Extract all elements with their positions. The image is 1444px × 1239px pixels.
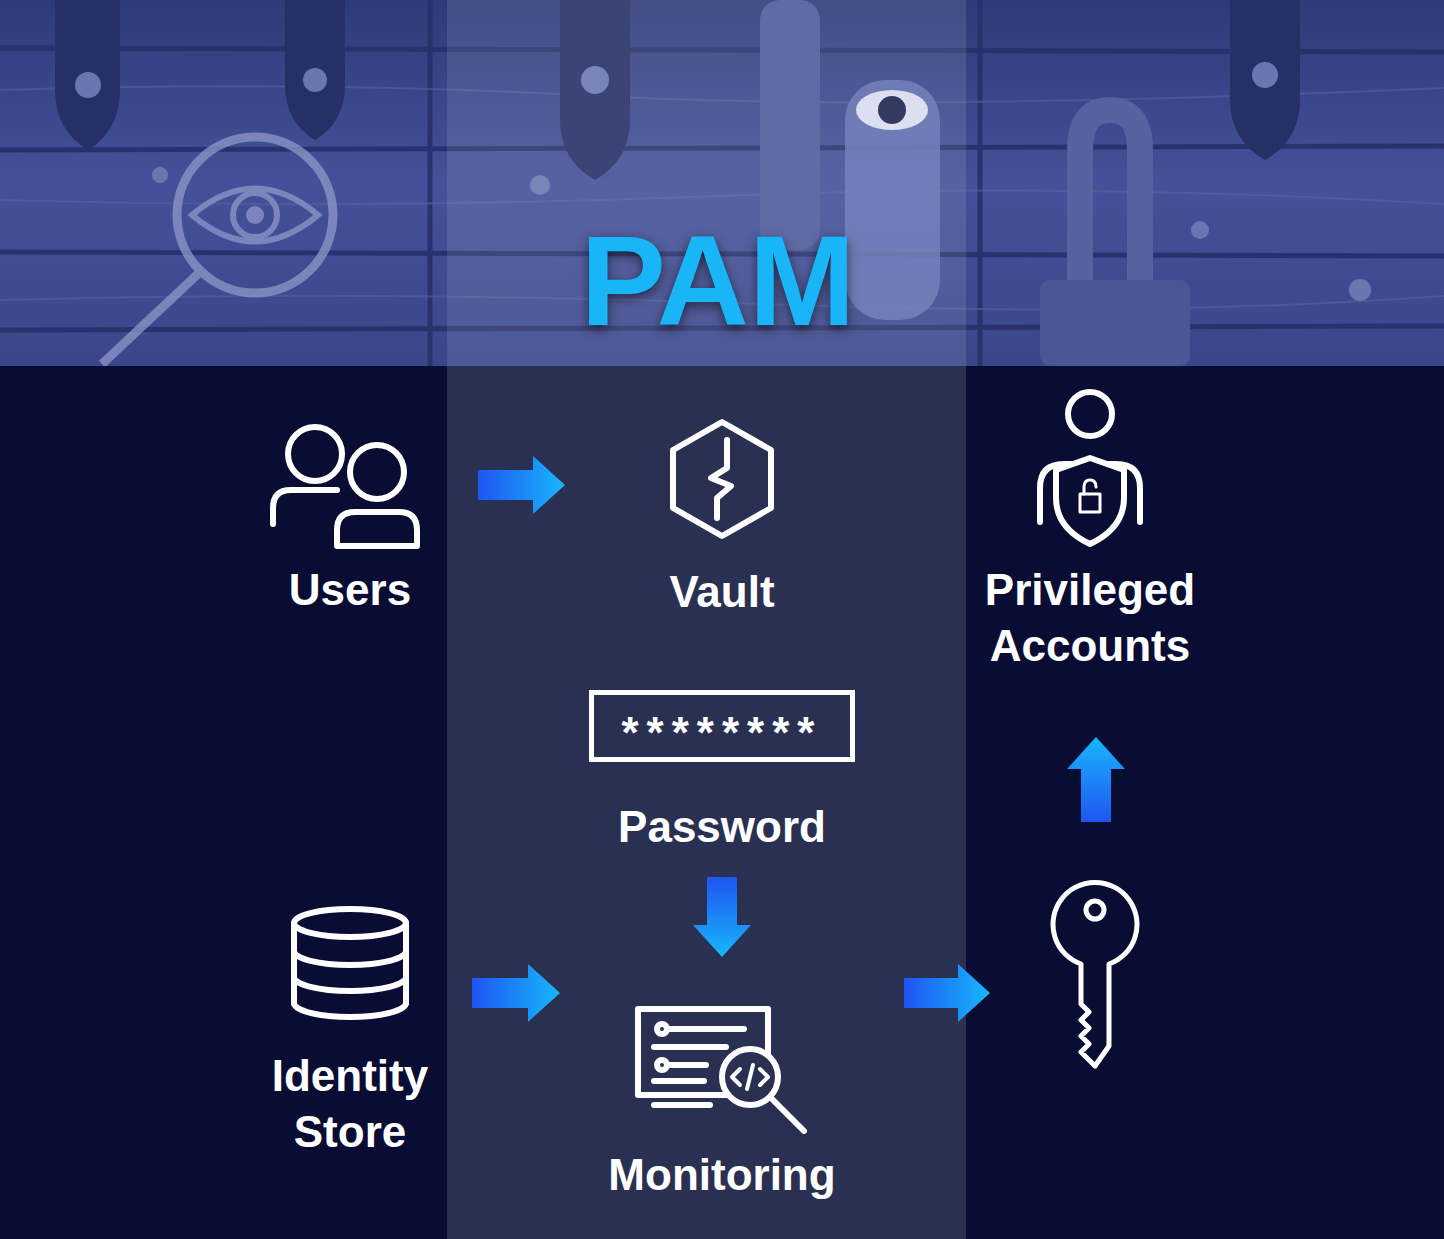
middle-column-band — [447, 366, 966, 1239]
vault-node: Vault — [637, 418, 807, 620]
flow-arrow — [693, 877, 751, 957]
password-field: ******** — [589, 690, 856, 762]
arrow-shape — [478, 456, 565, 514]
node-label: Users — [289, 562, 411, 618]
identity-store-node: Identity Store — [235, 905, 465, 1160]
arrow-shape — [693, 877, 751, 957]
key-symbol — [1053, 882, 1137, 1066]
monitoring-icon — [634, 1005, 810, 1137]
flow-arrow — [472, 964, 560, 1022]
privileged-accounts-node: Privileged Accounts — [960, 388, 1220, 674]
users-node: Users — [250, 420, 450, 618]
users-icon — [265, 420, 435, 550]
magnifier-eye-illustration — [102, 137, 333, 364]
flow-arrow — [478, 456, 565, 514]
node-label: Password — [618, 799, 826, 855]
node-label: Vault — [669, 564, 774, 620]
database-icon — [287, 905, 413, 1021]
arrow-shape — [904, 964, 990, 1022]
node-label: Identity Store — [235, 1048, 465, 1160]
masked-password: ******** — [622, 688, 823, 764]
monitoring-node: Monitoring — [592, 1005, 852, 1203]
node-label: Privileged Accounts — [960, 562, 1220, 674]
banner-photo — [0, 0, 1444, 366]
wood-planks — [0, 0, 1444, 366]
password-node: ******** Password — [572, 690, 872, 855]
lower-ground — [0, 366, 1444, 1239]
privileged-user-icon — [1032, 388, 1148, 548]
diagram-title: PAM — [447, 217, 989, 345]
arrow-shape — [1067, 737, 1125, 822]
arrow-shape — [472, 964, 560, 1022]
node-label: Monitoring — [608, 1147, 835, 1203]
vault-icon — [667, 418, 777, 540]
padlock-illustration — [1040, 110, 1190, 366]
flow-arrow — [904, 737, 1125, 1022]
